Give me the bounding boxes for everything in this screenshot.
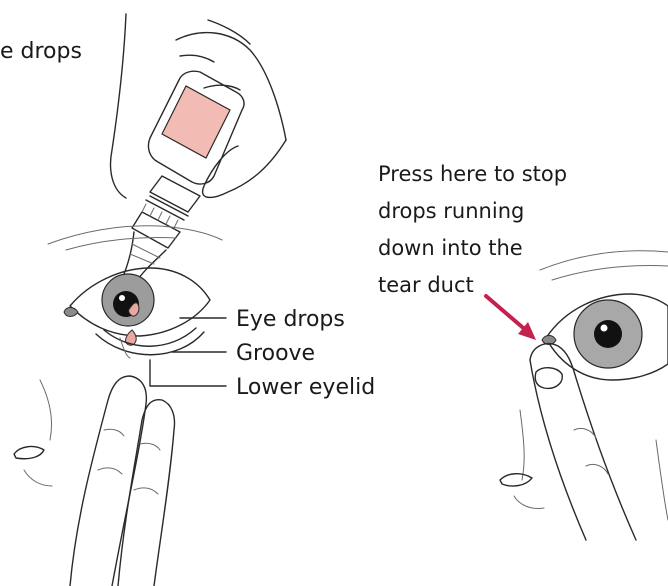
left-figure: Eye drops Groove Lower eyelid — [14, 14, 375, 586]
callout-line-1: Press here to stop — [378, 162, 567, 186]
eye-drop-bottle — [124, 71, 244, 282]
label-lower-eyelid: Lower eyelid — [236, 375, 375, 400]
callout-line-4: tear duct — [378, 273, 474, 297]
left-eye — [64, 268, 210, 358]
callout-text: Press here to stop drops running down in… — [378, 162, 574, 297]
right-pupil — [594, 320, 622, 348]
right-face-contours — [500, 410, 668, 520]
title-partial: e drops — [0, 39, 82, 64]
press-arrow — [486, 296, 536, 340]
bottle-label-band — [162, 86, 230, 158]
right-eye — [542, 294, 668, 380]
label-leaders — [150, 318, 226, 386]
right-figure: Press here to stop drops running down in… — [378, 162, 668, 540]
right-brow — [540, 251, 668, 270]
left-tear-duct — [64, 308, 78, 317]
label-eye-drops: Eye drops — [236, 307, 345, 332]
callout-line-2: drops running — [378, 199, 524, 223]
label-groove: Groove — [236, 341, 315, 366]
fingers-pulling-lid — [70, 376, 175, 586]
left-face-contours — [14, 226, 222, 486]
callout-line-3: down into the — [378, 236, 523, 260]
